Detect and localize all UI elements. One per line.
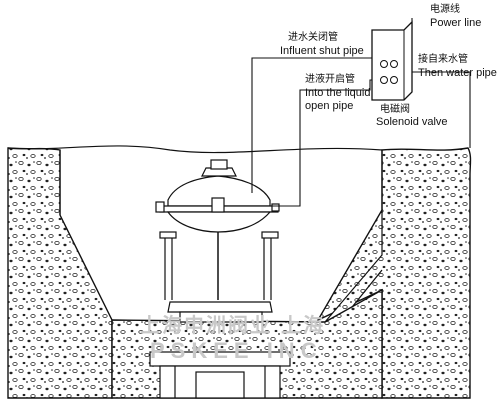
watermark: 上海申洲阀业 上海 PSKEE INC (140, 313, 325, 363)
valve-assembly (149, 159, 291, 399)
watermark-line-1: 上海申洲阀业 上海 (140, 313, 325, 337)
power-line-label-en: Power line (430, 17, 481, 29)
valve-body (167, 301, 273, 313)
solenoid-valve-box (371, 20, 413, 101)
right-wall (316, 147, 472, 399)
valve-cap (201, 167, 237, 177)
solenoid-port-top (380, 60, 388, 68)
influent-shut-label-cn: 进水关闭管 (288, 30, 338, 43)
labels: 电源线 Power line 进水关闭管 Influent shut pipe … (280, 2, 497, 128)
solenoid-label-en: Solenoid valve (376, 116, 448, 128)
water-pipe-label-cn: 接自来水管 (418, 52, 468, 65)
liquid-open-label-en-1: Into the liquid (305, 87, 370, 99)
influent-shut-label-en: Influent shut pipe (280, 45, 364, 57)
liquid-open-label-cn: 进液开启管 (305, 72, 355, 85)
water-supply-pipe (402, 71, 471, 148)
watermark-line-2: PSKEE INC (150, 338, 323, 363)
power-line-label-cn: 电源线 (430, 2, 460, 15)
water-pipe-label-en: Then water pipe (418, 67, 497, 79)
ground-line (7, 145, 383, 154)
solenoid-label-cn: 电磁阀 (380, 102, 410, 115)
liquid-open-pipe (270, 79, 376, 207)
liquid-open-label-en-2: open pipe (305, 100, 353, 112)
solenoid-port-bottom (380, 76, 388, 84)
